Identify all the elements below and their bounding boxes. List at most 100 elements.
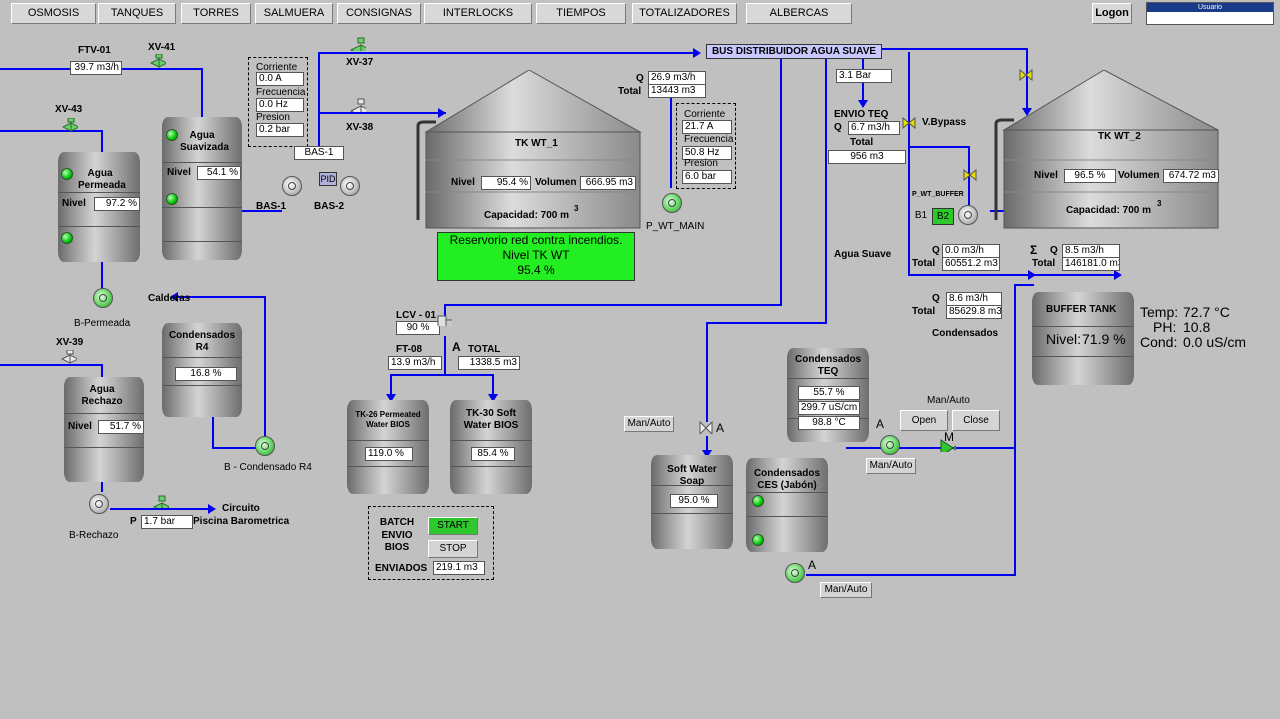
tab-albercas[interactable]: ALBERCAS — [746, 3, 852, 24]
tab-consignas[interactable]: CONSIGNAS — [337, 3, 421, 24]
buffer-nivel-label: Nivel: — [1046, 331, 1082, 347]
calderas-label: Calderas — [148, 293, 191, 304]
pump-condensados-ces-icon[interactable] — [785, 563, 805, 583]
tab-osmosis[interactable]: OSMOSIS — [11, 3, 96, 24]
tk-wt1-total: 13443 m3 — [648, 84, 706, 98]
sum-total: 146181.0 m3 — [1062, 257, 1120, 271]
valve-buffer-icon[interactable] — [962, 168, 978, 182]
valve-xv41-icon[interactable] — [150, 54, 166, 68]
nivel-label: Nivel — [68, 421, 92, 432]
valve-m-icon[interactable] — [940, 438, 956, 452]
corriente-label: Corriente — [256, 62, 298, 73]
valve-circuito-icon[interactable] — [153, 494, 169, 508]
agua-rechazo-nivel: 51.7 % — [98, 420, 144, 434]
user-value — [1147, 12, 1273, 23]
tk-wt2-capacidad: Capacidad: 700 m — [1066, 205, 1152, 216]
b-permeada-label: B-Permeada — [74, 318, 131, 329]
agua-suavizada-nivel: 54.1 % — [197, 166, 241, 180]
a-label: A — [716, 421, 725, 435]
manauto-button[interactable]: Man/Auto — [866, 458, 916, 474]
valve-lcv01-icon[interactable] — [436, 312, 452, 326]
arrow-down — [386, 394, 396, 402]
valve-xv39-icon[interactable] — [61, 350, 77, 364]
soft-water-soap-label: Soft Water Soap — [667, 464, 717, 487]
pump-p-wt-main-icon[interactable] — [662, 193, 682, 213]
pump-bas1-icon[interactable] — [282, 176, 302, 196]
total2-value: 1338.5 m3 — [458, 356, 520, 370]
temp-value: 72.7 °C — [1183, 304, 1230, 320]
tk-wt1-nivel-label: Nivel — [451, 177, 475, 188]
valve-bypass-icon[interactable] — [901, 116, 917, 130]
pump-b-condensado-r4-icon[interactable] — [255, 436, 275, 456]
q-label: Q — [932, 293, 940, 304]
cond-teq-c: 98.8 °C — [798, 416, 860, 430]
nivel-label: Nivel — [167, 167, 191, 178]
agua-suave-label: Agua Suave — [834, 249, 892, 260]
bas1-presion: 0.2 bar — [256, 123, 304, 137]
nivel-label: Nivel — [62, 198, 86, 209]
manauto-button[interactable]: Man/Auto — [820, 582, 872, 598]
valve-xv43-icon[interactable] — [62, 118, 78, 132]
fire-reservoir-banner: Reservorio red contra incendios. Nivel T… — [437, 232, 635, 281]
batch-start-button[interactable]: START — [428, 517, 478, 535]
soft-water-soap-value: 95.0 % — [670, 494, 718, 508]
presion-label: Presion — [684, 158, 718, 169]
pump-p-wt-buffer-icon[interactable] — [958, 205, 978, 225]
bas1-label: BAS-1 — [256, 201, 287, 212]
envio-teq-label: ENVIO TEQ — [834, 109, 889, 120]
tab-salmuera[interactable]: SALMUERA — [255, 3, 333, 24]
main-pump-info-box — [676, 103, 736, 189]
b1-selector[interactable]: B1 — [914, 210, 928, 221]
pump-condensados-teq-icon[interactable] — [880, 435, 900, 455]
pump-b-rechazo-icon[interactable] — [89, 494, 109, 514]
bas1-corriente: 0.0 A — [256, 72, 304, 86]
tab-torres[interactable]: TORRES — [181, 3, 251, 24]
ftv01-value: 39.7 m3/h — [70, 61, 122, 75]
tk-wt2-volumen: 674.72 m3 — [1163, 169, 1219, 183]
fire-line2: Nivel TK WT — [502, 248, 570, 262]
condensados-label: Condensados — [932, 328, 999, 339]
main-frecuencia: 50.8 Hz — [682, 146, 732, 160]
sum-q: 8.5 m3/h — [1062, 244, 1120, 258]
valve-xv38-icon[interactable] — [350, 98, 366, 112]
total-label: TOTAL — [468, 344, 501, 355]
tk-wt1-q: 26.9 m3/h — [648, 71, 706, 85]
frecuencia-label: Frecuencia — [256, 87, 306, 98]
condensados-q: 8.6 m3/h — [946, 292, 1002, 306]
close-button[interactable]: Close — [952, 410, 1000, 431]
cond-label: Cond: — [1140, 334, 1178, 350]
batch-stop-button[interactable]: STOP — [428, 540, 478, 558]
valve-soft-water-icon[interactable] — [698, 420, 714, 434]
b2-selector[interactable]: B2 — [932, 208, 954, 225]
xv37-label: XV-37 — [346, 57, 374, 68]
pump-b-permeada-icon[interactable] — [93, 288, 113, 308]
tab-totalizadores[interactable]: TOTALIZADORES — [632, 3, 737, 24]
presion-label: Presion — [256, 112, 290, 123]
bas1-info-box — [248, 57, 308, 147]
bus-pressure: 3.1 Bar — [836, 69, 892, 83]
volumen-label: Volumen — [535, 177, 577, 188]
valve-tk-wt2-inlet-icon[interactable] — [1018, 68, 1034, 82]
agua-rechazo-label: Agua Rechazo — [81, 384, 123, 407]
p-value: 1.7 bar — [141, 515, 193, 529]
batch-line1: BATCH — [379, 517, 415, 528]
bas2-label: BAS-2 — [314, 201, 345, 212]
q-label: Q — [636, 73, 644, 84]
tab-tiempos[interactable]: TIEMPOS — [536, 3, 626, 24]
batch-line2: ENVIO — [381, 530, 413, 541]
tab-interlocks[interactable]: INTERLOCKS — [424, 3, 532, 24]
logon-button[interactable]: Logon — [1092, 3, 1132, 24]
total-label: Total — [912, 306, 936, 317]
condensados-total: 85629.8 m3 — [946, 305, 1002, 319]
pid-badge[interactable]: PID — [319, 172, 337, 186]
tk-wt1-label: TK WT_1 — [515, 138, 558, 149]
open-button[interactable]: Open — [900, 410, 948, 431]
tk-wt2-nivel: 96.5 % — [1064, 169, 1116, 183]
manauto-button[interactable]: Man/Auto — [624, 416, 674, 432]
pump-bas2-icon[interactable] — [340, 176, 360, 196]
ftv01-label: FTV-01 — [78, 45, 111, 56]
volumen-label: Volumen — [1118, 170, 1160, 181]
valve-xv37-icon[interactable] — [350, 37, 366, 51]
tab-tanques[interactable]: TANQUES — [98, 3, 176, 24]
arrow-down — [488, 394, 498, 402]
